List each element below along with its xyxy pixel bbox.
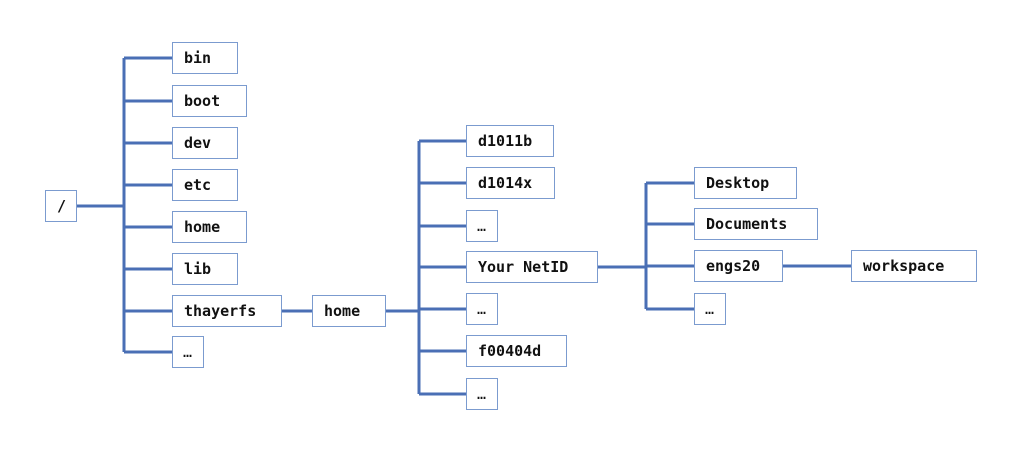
dir-d1014x: d1014x [466,167,555,199]
dir-thayerfs-home: home [312,295,386,327]
dir-root-more: … [172,336,204,368]
dir-workspace: workspace [851,250,977,282]
dir-bin: bin [172,42,238,74]
dir-thayerfs: thayerfs [172,295,282,327]
dir-users-more: … [466,378,498,410]
dir-etc: etc [172,169,238,201]
dir-d1011b: d1011b [466,125,554,157]
dir-documents: Documents [694,208,818,240]
dir-your-netid: Your NetID [466,251,598,283]
dir-users-more: … [466,210,498,242]
dir-lib: lib [172,253,238,285]
dir-netid-more: … [694,293,726,325]
dir-desktop: Desktop [694,167,797,199]
dir-f00404d: f00404d [466,335,567,367]
dir-boot: boot [172,85,247,117]
dir-engs20: engs20 [694,250,783,282]
dir-dev: dev [172,127,238,159]
dir-users-more: … [466,293,498,325]
dir-root: / [45,190,77,222]
dir-home: home [172,211,247,243]
